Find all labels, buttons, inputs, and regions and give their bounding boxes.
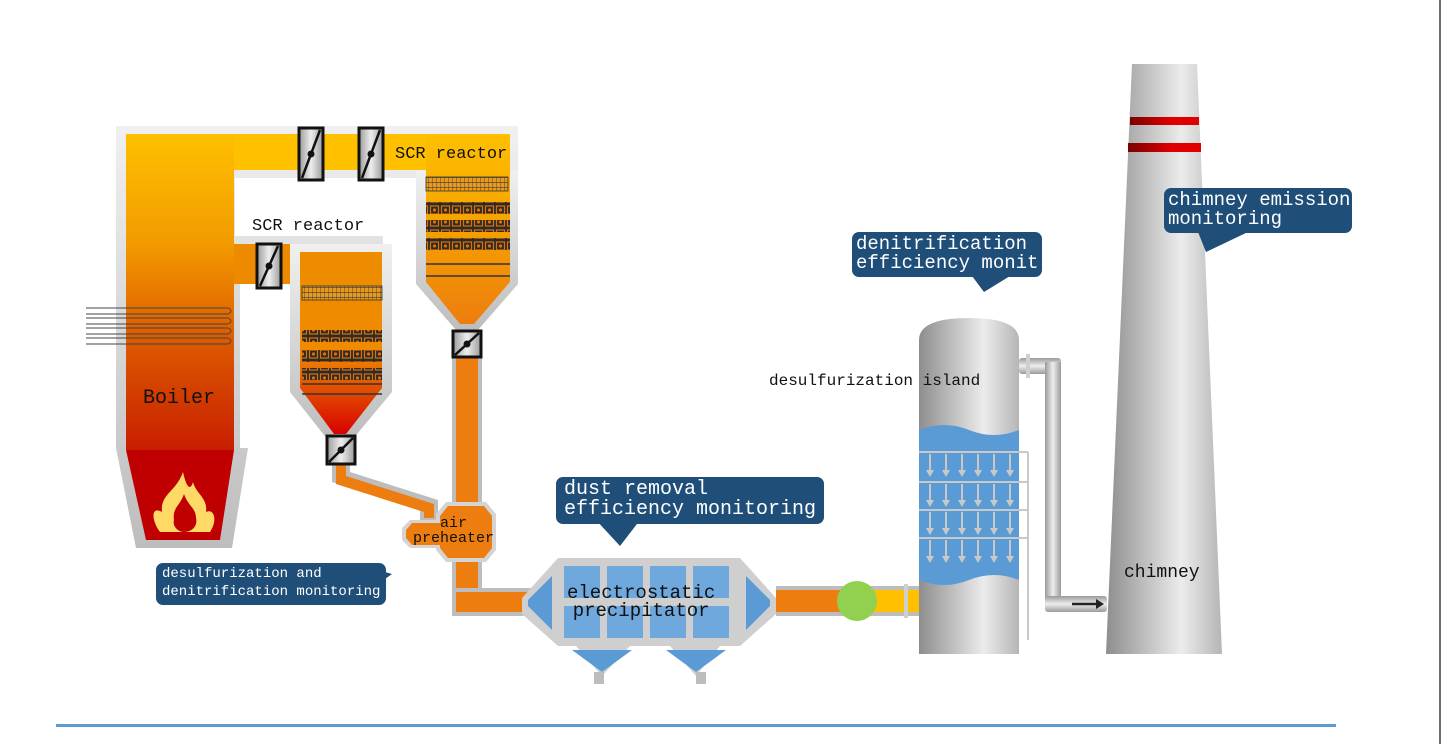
air-preheater-label: air preheater [413, 515, 495, 547]
scr-reactor-1-label: SCR reactor [252, 217, 365, 236]
flame-icon [153, 472, 215, 532]
spray-arrow-head [958, 470, 966, 477]
spray-arrow-head [990, 500, 998, 507]
scr-reactor-2 [416, 134, 518, 330]
chimney-band [1128, 143, 1201, 152]
spray-arrow-head [926, 528, 934, 535]
spray-arrow-head [990, 470, 998, 477]
scr1-catalyst-layer-1 [302, 330, 382, 342]
scr2-catalyst-layer-2 [426, 220, 510, 232]
scr1-catalyst-layer-2 [302, 350, 382, 362]
scr2-grid-layer [425, 176, 509, 192]
spray-arrow-head [1006, 528, 1014, 535]
callout-denitrification-efficiency: denitrification efficiency monit [852, 232, 1043, 278]
scr2-catalyst-layer-3 [426, 238, 510, 250]
scr1-grid-layer [301, 285, 383, 301]
absorber-outlet-pipe [1019, 354, 1107, 612]
electrostatic-precipitator [522, 558, 776, 684]
spray-arrow-head [1006, 500, 1014, 507]
scr-reactor-1 [290, 244, 392, 440]
air-preheater [402, 502, 496, 562]
right-border [1439, 0, 1441, 744]
callout-dust-removal: dust removal efficiency monitoring [556, 477, 825, 525]
spray-arrows-icon [926, 454, 1014, 563]
spray-arrow-head [926, 500, 934, 507]
flow-sensor-indicator [837, 581, 877, 621]
spray-arrow-head [926, 556, 934, 563]
chimney-label: chimney [1124, 563, 1200, 583]
scr1-catalyst-layer-3 [302, 368, 382, 380]
damper-icon [255, 242, 283, 290]
damper-icon [357, 126, 385, 182]
desulfurization-island-label: desulfurization island [769, 372, 981, 390]
damper-icon [451, 329, 483, 359]
callout-chimney-emission: chimney emission monitoring [1164, 188, 1353, 234]
spray-arrow-head [974, 500, 982, 507]
superheater-coils-icon [86, 307, 232, 345]
desulfurization-tower [919, 318, 1029, 654]
esp-outlet-duct [776, 581, 922, 621]
boiler-label: Boiler [143, 387, 216, 410]
flow-arrow-icon [1072, 599, 1104, 609]
spray-arrow-head [974, 556, 982, 563]
spray-arrow-head [990, 528, 998, 535]
spray-headers [919, 451, 1029, 640]
bottom-divider [56, 724, 1336, 727]
callout-desulfurization-denitrification: desulfurization and denitrification moni… [156, 563, 387, 606]
chimney-band [1130, 117, 1199, 125]
absorber-slurry [919, 425, 1019, 585]
spray-arrow-head [974, 470, 982, 477]
scr2-catalyst-layer-1 [426, 202, 510, 214]
spray-arrow-head [926, 470, 934, 477]
spray-arrow-head [958, 528, 966, 535]
damper-valves [255, 126, 483, 466]
esp-label: electrostatic precipitator [567, 582, 716, 623]
damper-icon [325, 434, 357, 466]
spray-arrow-head [974, 528, 982, 535]
spray-arrow-head [1006, 470, 1014, 477]
scr-reactor-2-label: SCR reactor [395, 145, 508, 164]
spray-arrow-head [958, 556, 966, 563]
spray-arrow-head [942, 556, 950, 563]
spray-arrow-head [942, 500, 950, 507]
spray-arrow-head [990, 556, 998, 563]
spray-arrow-head [1006, 556, 1014, 563]
damper-icon [297, 126, 325, 182]
boiler-body [126, 134, 234, 450]
spray-arrow-head [942, 528, 950, 535]
spray-arrow-head [942, 470, 950, 477]
spray-arrow-head [958, 500, 966, 507]
